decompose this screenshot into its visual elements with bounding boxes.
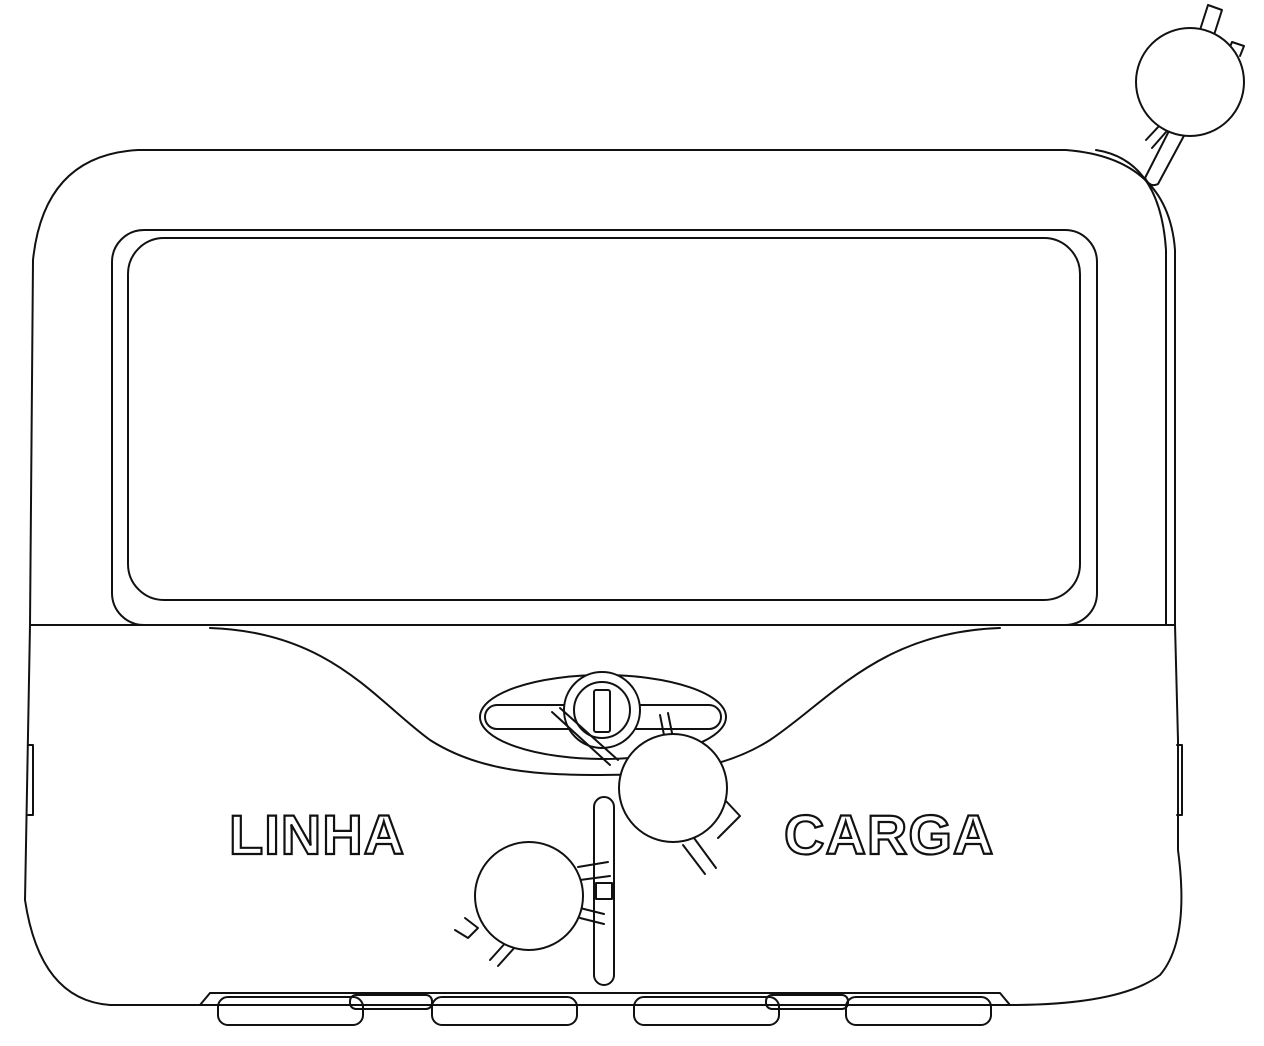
seal-wire xyxy=(551,707,619,766)
center-knob-upper[interactable] xyxy=(618,733,741,875)
housing-right-rib xyxy=(1176,744,1183,816)
label-linha: LINHA xyxy=(229,803,405,866)
display-window-frame xyxy=(111,229,1098,626)
slotted-screw-inner xyxy=(573,681,631,739)
screw-slot xyxy=(593,689,611,733)
housing-right-edge xyxy=(1095,149,1167,626)
cover-saddle-curve xyxy=(209,627,1001,776)
label-carga: CARGA xyxy=(784,803,994,866)
display-window xyxy=(127,237,1081,601)
top-right-knob[interactable] xyxy=(1135,4,1245,187)
housing-left-rib xyxy=(27,744,34,816)
bottom-feet xyxy=(217,994,992,1026)
bottom-base xyxy=(199,992,1011,1006)
center-knob-lower[interactable] xyxy=(454,841,613,967)
housing-outline xyxy=(24,149,1183,1006)
seal-channel xyxy=(593,796,615,986)
